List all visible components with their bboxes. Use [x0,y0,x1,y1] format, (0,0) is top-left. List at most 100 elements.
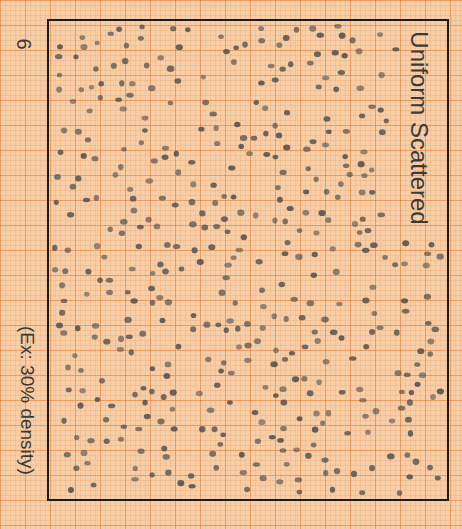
scatter-dot [419,372,426,378]
scatter-dot [127,187,133,192]
title-note: Uniform Scattered [407,31,431,224]
scatter-dot [256,259,263,264]
scatter-dot [406,474,412,479]
scatter-dot [371,311,377,316]
scatter-dot [233,300,238,306]
scatter-dot [176,44,183,50]
scatter-dot [432,326,440,332]
scatter-dot [131,208,138,214]
scatter-dot [224,327,229,333]
scatter-dot [199,210,205,216]
scatter-dot [427,351,433,356]
scatter-dot [196,391,203,397]
scatter-dot [220,432,226,437]
scatter-dot [61,418,66,424]
scatter-dot [73,466,79,471]
scatter-dot [233,45,239,50]
scatter-dot [159,196,166,201]
scatter-dot [239,452,245,458]
scatter-dot [361,173,367,178]
scatter-dot [313,231,319,236]
scatter-dot [149,389,155,395]
scatter-dot [97,277,103,283]
scatter-dot [164,242,171,248]
scatter-dot [167,66,175,72]
scatter-dot [435,476,441,481]
scatter-dot [92,323,99,329]
scatter-dot [79,388,85,394]
scatter-dot [75,175,81,181]
scatter-dot [372,408,379,414]
scatter-dot [52,267,58,272]
scatter-dot [284,462,290,467]
scatter-dot [202,100,209,105]
scatter-dot [185,27,190,32]
scatter-dot [212,426,218,432]
scatter-dot [190,181,196,187]
scatter-dot [61,128,67,134]
scatter-dot [154,224,160,230]
scatter-dot [417,348,424,354]
scatter-dot [409,390,414,395]
scatter-dot [120,106,127,111]
scatter-dot [118,164,124,170]
scatter-dot [238,144,243,149]
scatter-dot [150,300,156,306]
scatter-dot [61,299,68,303]
scatter-dot [171,426,178,431]
scatter-dot [129,81,136,86]
scatter-dot [362,248,370,253]
scatter-dot [80,44,87,50]
scatter-dot [369,329,375,335]
scatter-dot [122,58,129,64]
scatter-dot [258,419,265,425]
scatter-dot [392,262,398,267]
scatter-dot [295,477,302,482]
scatter-dot [224,262,232,267]
scatter-dot [297,228,303,233]
scatter-dot [231,255,237,259]
scatter-dot [104,438,110,443]
scatter-dot [54,200,59,205]
scatter-dot [297,416,303,421]
scatter-dot [129,267,136,272]
scatter-dot [92,334,98,339]
scatter-dot [289,351,295,355]
scatter-dot [148,85,155,91]
scatter-dot [397,490,402,496]
scatter-dot [268,64,275,68]
scatter-dot [237,210,244,216]
scatter-dot [279,66,286,71]
scatter-dot [377,32,383,37]
scatter-dot [84,461,90,465]
scatter-dot [157,55,164,60]
scatter-dot [275,185,281,190]
scatter-dot [106,278,113,283]
scatter-dot [189,221,197,227]
scatter-dot [65,248,71,253]
scatter-dot [303,146,310,151]
frame-border [48,20,448,500]
scatter-dot [203,322,210,328]
scatter-dot [190,326,196,332]
scatter-dot [314,176,319,182]
scatter-dot [330,246,336,251]
scatter-dot [157,261,163,267]
scatter-dot [279,386,286,392]
scatter-dot [362,297,369,303]
scatter-dot [188,160,195,165]
scatter-dot [211,182,217,187]
scatter-dot [349,356,356,360]
scatter-dot [66,388,72,393]
scatter-dot [288,61,293,67]
scatter-dot [157,419,164,425]
scatter-dot [306,166,311,171]
scatter-dot [415,382,421,387]
scatter-dot [139,331,146,337]
scatter-dot [362,414,368,419]
scatter-dot [55,54,62,59]
scatter-dot [259,288,265,293]
scatter-dot [137,225,144,230]
scatter-dot [78,368,84,373]
scatter-dot [305,453,312,459]
